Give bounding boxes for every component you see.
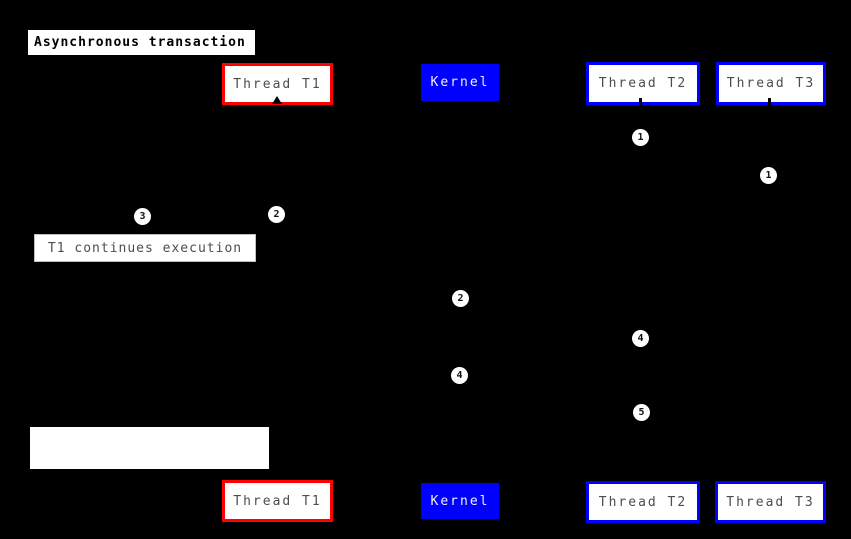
participant-label: Kernel [430,493,490,509]
sequence-number-badge: 1 [760,167,777,184]
participant-thread-t1-bottom: Thread T1 [222,480,333,522]
participant-label: Kernel [430,75,490,90]
participant-thread-t2-bottom: Thread T2 [586,481,700,523]
lifeline-tick [639,98,642,106]
diagram-title-text: Asynchronous transaction [34,35,246,50]
participant-label: Thread T1 [233,493,322,509]
lifeline-tick [271,476,283,483]
participant-thread-t2-top: Thread T2 [586,62,700,105]
blank-note-box [30,427,269,469]
sequence-number-badge: 5 [633,404,650,421]
sequence-number-badge: 4 [451,367,468,384]
diagram-title: Asynchronous transaction [28,30,255,55]
participant-label: Thread T2 [598,76,688,91]
participant-kernel-bottom: Kernel [421,483,499,519]
participant-kernel-top: Kernel [421,64,499,101]
participant-thread-t3-bottom: Thread T3 [715,481,826,523]
sequence-number-badge: 2 [268,206,285,223]
participant-label: Thread T3 [726,494,815,510]
sequence-number-badge: 1 [632,129,649,146]
participant-label: Thread T1 [233,76,322,92]
note-text: T1 continues execution [47,240,243,256]
sequence-number-badge: 2 [452,290,469,307]
sequence-number-badge: 3 [134,208,151,225]
lifeline-tick [272,96,282,104]
note-t1-continues-execution: T1 continues execution [34,234,256,262]
sequence-number-badge: 4 [632,330,649,347]
participant-thread-t3-top: Thread T3 [716,62,826,105]
lifeline-tick [768,98,771,106]
participant-label: Thread T2 [598,494,688,510]
participant-label: Thread T3 [726,76,816,91]
